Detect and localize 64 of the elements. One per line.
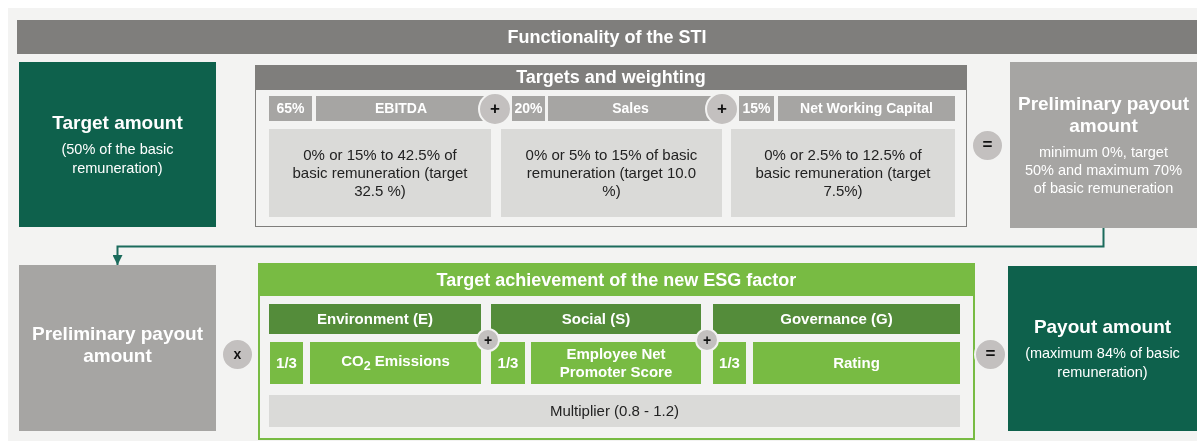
operator-circle [478, 92, 512, 126]
criterion-bar [753, 342, 960, 384]
cell-text: 20% [513, 100, 544, 117]
amount-box [19, 265, 216, 431]
criterion-bar [491, 342, 525, 384]
category-bar [269, 304, 481, 334]
diagram-title: Functionality of the STI [17, 20, 1197, 54]
operator-sign: + [482, 331, 494, 349]
weight-bar [548, 96, 713, 121]
cell-text: Sales [611, 100, 650, 117]
target-panel [255, 65, 967, 227]
range-panel [501, 129, 722, 217]
operator-sign: = [984, 344, 997, 365]
multiplier-bar [269, 395, 960, 427]
box-heading: Preliminary payout amount [1016, 92, 1191, 137]
weight-bar [512, 96, 545, 121]
criterion-bar [310, 342, 481, 384]
cell-text: 1/3 [496, 354, 520, 372]
operator-sign: + [716, 98, 728, 120]
criterion-bar [270, 342, 303, 384]
cell-text: CO$_{2}$ Emissions [340, 352, 451, 374]
box-text: minimum 0%, target 50% and maximum 70% of basic remuneration [1023, 142, 1184, 198]
category-bar [713, 304, 960, 334]
cell-text: Rating [832, 354, 881, 372]
panel-heading: Targets and weighting [255, 65, 967, 90]
weight-bar [269, 96, 312, 121]
cell-text: 65% [275, 100, 306, 117]
cell-text: Environment (E) [316, 310, 434, 328]
operator-sign: + [701, 331, 713, 349]
operator-circle [705, 92, 739, 126]
cell-text: 0% or 15% to 42.5% of basic remuneration (target 32.5 %) [291, 146, 469, 200]
weight-bar [739, 96, 774, 121]
cell-text: Employee Net Promoter Score [558, 345, 674, 381]
cell-text: 15% [741, 100, 772, 117]
cell-text: Net Working Capital [799, 100, 934, 117]
box-heading: Payout amount [1033, 316, 1172, 339]
weight-bar [778, 96, 955, 121]
amount-box [19, 62, 216, 227]
esg-panel [258, 263, 975, 440]
cell-text: Multiplier (0.8 - 1.2) [548, 402, 681, 420]
box-text: (50% of the basic remuneration) [60, 140, 175, 177]
panel-heading: Target achievement of the new ESG factor [259, 264, 974, 296]
cell-text: 1/3 [275, 354, 298, 372]
operator-sign: = [981, 135, 994, 156]
cell-text: EBITDA [373, 100, 429, 117]
criterion-bar [531, 342, 701, 384]
operator-sign: + [489, 98, 501, 120]
amount-box [1010, 62, 1197, 228]
cell-text: 0% or 5% to 15% of basic remuneration (target 10.0 %) [524, 146, 699, 200]
range-panel [731, 129, 955, 217]
box-heading: Target amount [52, 112, 183, 135]
box-heading: Preliminary payout amount [30, 323, 205, 367]
cell-text: 1/3 [718, 354, 741, 372]
cell-text: Governance (G) [779, 310, 894, 328]
operator-sign: x [232, 346, 243, 363]
amount-box [1008, 266, 1197, 431]
weight-bar [316, 96, 486, 121]
criterion-bar [713, 342, 746, 384]
box-text: (maximum 84% of basic remuneration) [1024, 344, 1181, 381]
category-bar [491, 304, 701, 334]
range-panel [269, 129, 491, 217]
cell-text: 0% or 2.5% to 12.5% of basic remuneration (target 7.5%) [754, 146, 932, 200]
cell-text: Social (S) [560, 310, 632, 328]
arrow [112, 227, 1105, 266]
